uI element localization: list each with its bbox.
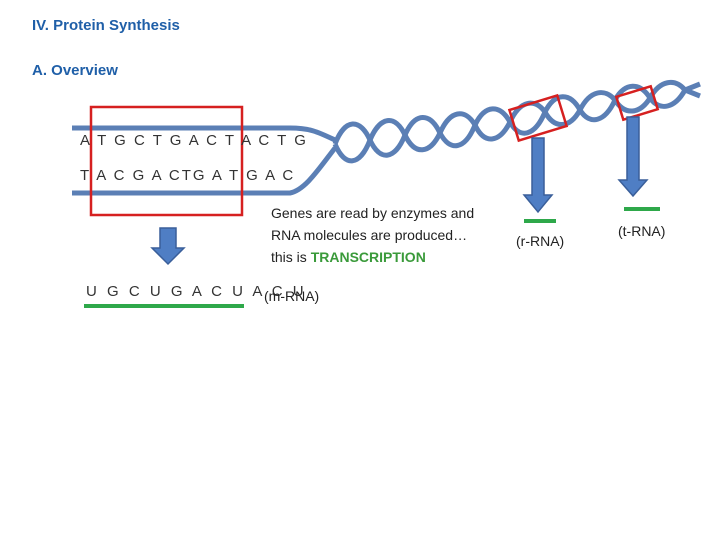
transcription-explanation: Genes are read by enzymes and RNA molecu…	[271, 202, 521, 268]
explanation-prefix: this is	[271, 249, 311, 265]
page-title: IV. Protein Synthesis	[32, 17, 180, 34]
section-subtitle: A. Overview	[32, 62, 118, 79]
transcription-keyword: TRANSCRIPTION	[310, 249, 426, 265]
rrna-label: (r-RNA)	[516, 233, 565, 249]
trna-label: (t-RNA)	[618, 223, 666, 239]
dna-top-strand-sequence: A T G C T G A C T A C T G	[80, 132, 308, 149]
dna-strand-bottom	[72, 146, 337, 196]
transcription-arrow-trna	[617, 116, 649, 198]
mrna-label: (m-RNA)	[264, 288, 320, 304]
transcription-arrow-mrna	[150, 227, 186, 266]
explanation-line-1: Genes are read by enzymes and	[271, 205, 475, 221]
trna-gene-highlight-box	[614, 84, 660, 122]
mrna-sequence: U G C U G A C U A C U	[86, 283, 307, 300]
rrna-gene-highlight-box	[507, 93, 569, 143]
transcription-arrow-rrna	[522, 137, 554, 214]
explanation-line-2: RNA molecules are produced…	[271, 227, 468, 243]
dna-strand-top	[72, 125, 337, 143]
explanation-line-3: this is TRANSCRIPTION	[271, 246, 521, 268]
dna-double-helix	[332, 80, 701, 164]
dna-bottom-strand-sequence: T A C G A CTG A T G A C	[80, 167, 296, 184]
gene-highlight-box	[89, 105, 244, 217]
